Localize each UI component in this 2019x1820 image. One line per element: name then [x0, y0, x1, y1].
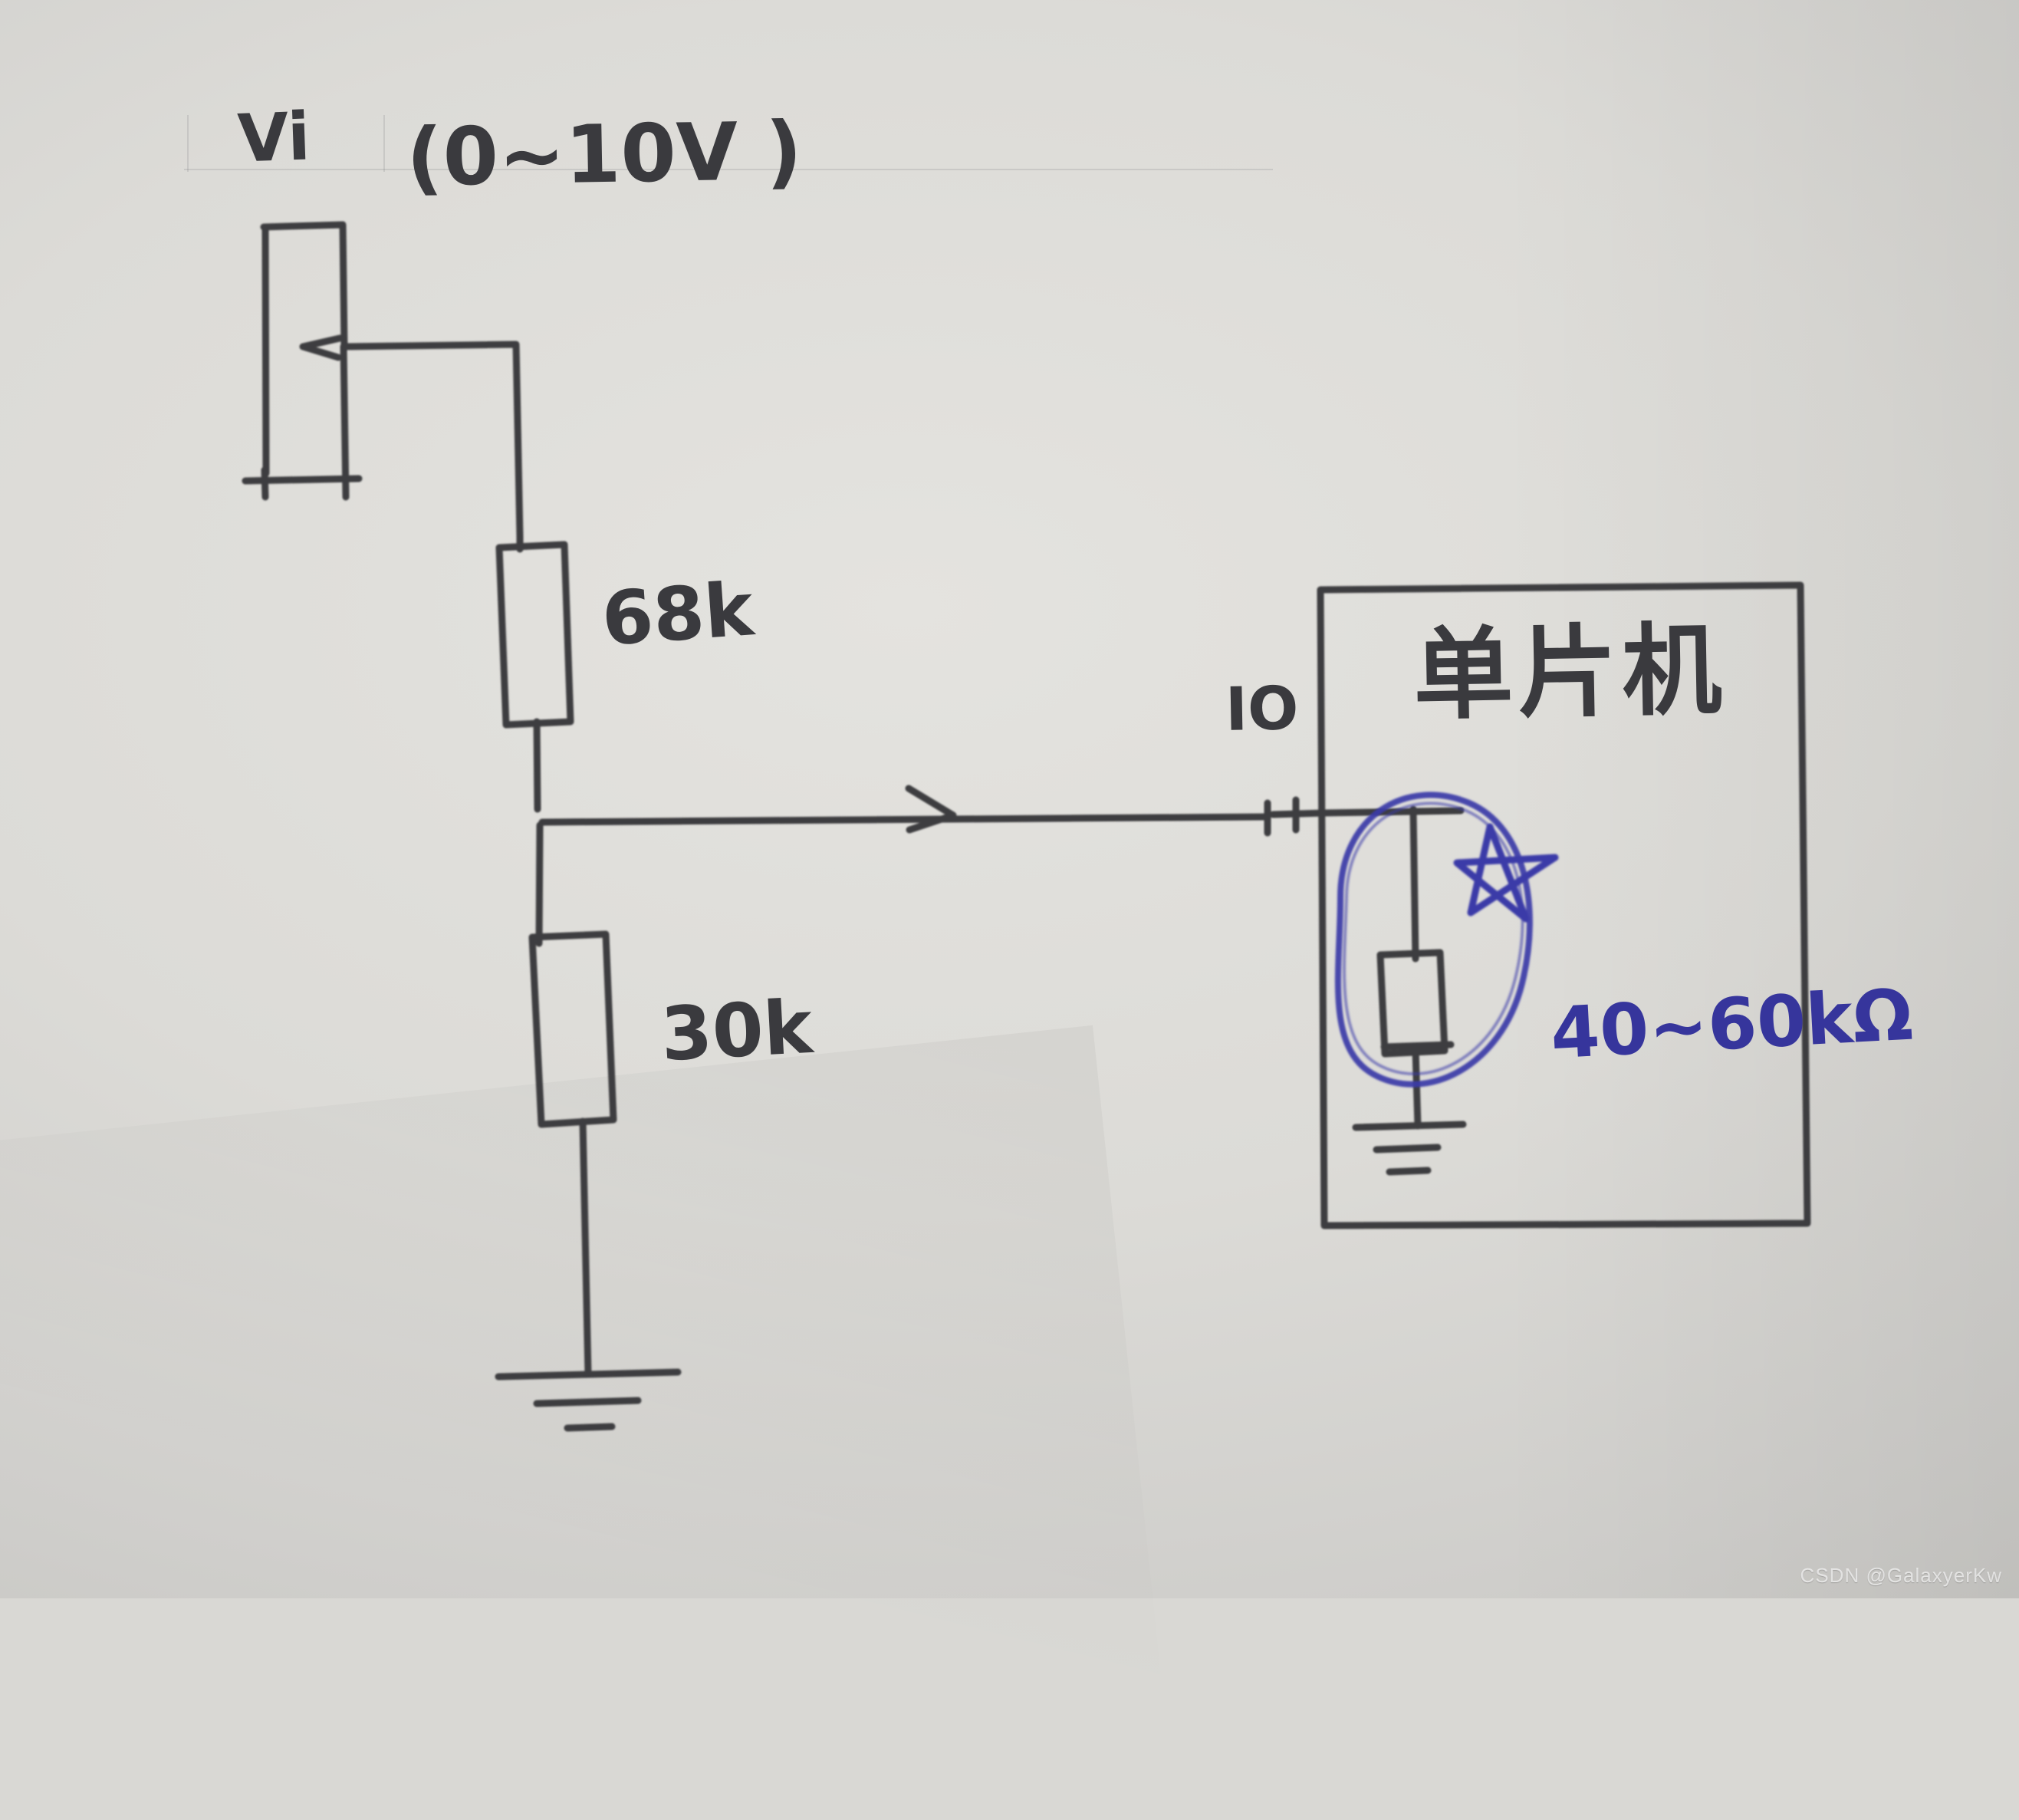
r30k-top-lead [535, 821, 544, 947]
r30k-bottom-lead [579, 1117, 592, 1378]
internal-resistor-body [1376, 949, 1448, 1058]
paper-faint-line-vertical [187, 115, 189, 172]
paper-faint-line-vertical-2 [383, 115, 385, 172]
mcu-name-label: 单片机 [1412, 611, 1728, 734]
star-icon [1453, 823, 1559, 923]
wire-node-to-io [538, 813, 1269, 826]
io-pin-label: IO [1225, 674, 1300, 745]
mcu-internal-drop-wire [1409, 805, 1419, 963]
battery-top-lead [260, 221, 348, 351]
source-voltage-range: (0~10V ) [405, 104, 804, 205]
paper-background [0, 0, 2019, 1598]
circle-annotation-icon-inner [1343, 801, 1524, 1076]
resistor-30k-body [528, 930, 617, 1128]
internal-resistor-bottom-lead [1412, 1045, 1422, 1130]
blue-ink-layer [1334, 792, 1559, 1088]
ground-icon-bar2 [533, 1397, 642, 1407]
resistor-68k-body [495, 541, 574, 729]
watermark: CSDN @GalaxyerKw [1800, 1564, 2002, 1587]
r68k-bottom-lead [533, 718, 541, 813]
resistor-68k-label: 68k [599, 566, 757, 663]
battery-short-plate [340, 343, 350, 501]
arrow-right-icon [905, 785, 957, 834]
wire-source-to-r-top [340, 341, 524, 541]
mcu-ground-icon-bar2 [1373, 1144, 1442, 1154]
black-ink-layer [242, 221, 1811, 1432]
arrow-left-icon [299, 334, 344, 361]
mcu-block-outline [1317, 581, 1811, 1229]
internal-resistor-lead-bar [1380, 1041, 1455, 1051]
resistor-30k-label: 30k [659, 983, 815, 1078]
battery-long-plate [261, 224, 270, 477]
mcu-ground-icon-bar3 [1386, 1167, 1432, 1176]
circle-annotation-icon [1334, 792, 1533, 1088]
circuit-sketch [242, 221, 1811, 1432]
ground-icon-bar1 [495, 1368, 682, 1381]
paper-faint-line-horizontal [184, 169, 1273, 170]
mcu-ground-icon-bar1 [1352, 1121, 1467, 1131]
ground-icon-bar3 [564, 1423, 616, 1432]
source-label-vi: Vi [236, 98, 312, 178]
